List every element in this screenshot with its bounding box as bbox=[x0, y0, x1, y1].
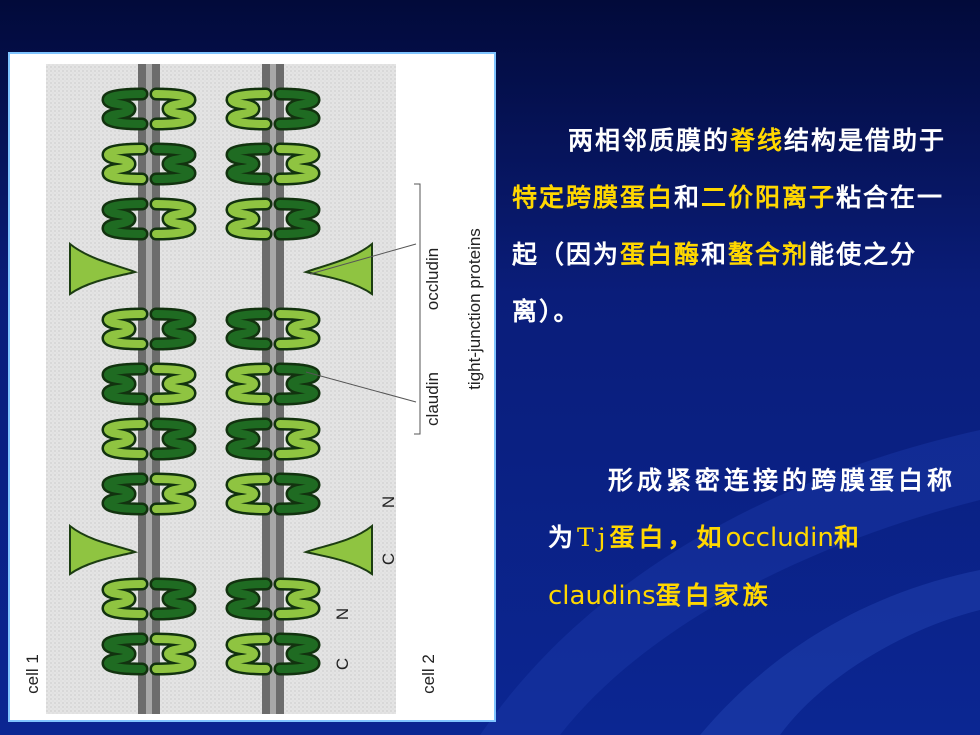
junction-proteins bbox=[101, 87, 321, 676]
claudin-loop bbox=[152, 200, 194, 238]
highlight-transmembrane-protein: 特定跨膜蛋白 bbox=[512, 183, 675, 212]
claudin-loop bbox=[104, 580, 146, 618]
claudin-loop bbox=[104, 310, 146, 348]
text-run: 和 bbox=[674, 183, 702, 212]
claudin-loop bbox=[104, 145, 146, 183]
text-run: 和 bbox=[701, 240, 729, 269]
highlight-protein-family: 蛋白家族 bbox=[655, 581, 772, 610]
claudin-loop bbox=[228, 310, 270, 348]
claudin-loop bbox=[104, 635, 146, 673]
claudin-loop bbox=[276, 635, 318, 673]
c-terminus-label-bottom: C bbox=[333, 658, 352, 670]
claudin-loop bbox=[276, 365, 318, 403]
claudin-loop bbox=[152, 365, 194, 403]
text-run: 两相邻质膜的 bbox=[568, 126, 731, 155]
claudin-loop bbox=[152, 580, 194, 618]
claudin-loop bbox=[228, 580, 270, 618]
claudin-loop bbox=[104, 475, 146, 513]
claudin-loop bbox=[228, 420, 270, 458]
highlight-and: 和 bbox=[833, 523, 863, 552]
cell-2-label: cell 2 bbox=[419, 654, 438, 694]
tight-junction-figure: occludin claudin tight-junction proteins… bbox=[8, 52, 496, 722]
slide-text: 两相邻质膜的脊线结构是借助于特定跨膜蛋白和二价阳离子粘合在一起（因为蛋白酶和螯合… bbox=[512, 112, 967, 611]
occludin-pointer bbox=[309, 243, 417, 275]
claudin-loop bbox=[276, 145, 318, 183]
claudin-loop bbox=[228, 145, 270, 183]
claudin-loop bbox=[152, 90, 194, 128]
occludin-left-loop-bottom bbox=[69, 523, 139, 576]
paragraph-ridge-structure: 两相邻质膜的脊线结构是借助于特定跨膜蛋白和二价阳离子粘合在一起（因为蛋白酶和螯合… bbox=[512, 112, 967, 340]
claudin-loop bbox=[152, 310, 194, 348]
c-terminus-label-top: C bbox=[379, 553, 398, 565]
occludin-label: occludin bbox=[423, 248, 442, 310]
tight-junction-proteins-label: tight-junction proteins bbox=[465, 228, 484, 390]
highlight-tj-protein: 蛋白，如 bbox=[609, 523, 726, 552]
text-run: 结构是借助于 bbox=[784, 126, 947, 155]
claudin-pointer bbox=[305, 371, 417, 403]
n-terminus-label-top: N bbox=[379, 496, 398, 508]
highlight-ridge: 脊线 bbox=[730, 126, 785, 155]
highlight-claudins: claudins bbox=[548, 581, 656, 611]
claudin-loop bbox=[104, 90, 146, 128]
tight-junction-bracket bbox=[414, 183, 421, 435]
claudin-loop bbox=[276, 475, 318, 513]
highlight-tj: Tj bbox=[577, 523, 610, 552]
claudin-loop bbox=[276, 310, 318, 348]
paragraph-tj-proteins: 形成紧密连接的跨膜蛋白称为Tj蛋白，如occludin和 claudins蛋白家族 bbox=[512, 452, 968, 625]
highlight-protease: 蛋白酶 bbox=[620, 240, 702, 269]
claudin-loop bbox=[152, 635, 194, 673]
occludin-left-loop-top bbox=[69, 241, 139, 296]
text-run: 能使之分离）。 bbox=[512, 240, 918, 326]
claudin-loop bbox=[104, 365, 146, 403]
tight-junction-diagram: occludin claudin tight-junction proteins… bbox=[23, 64, 484, 714]
claudin-loop bbox=[276, 420, 318, 458]
cell-1-label: cell 1 bbox=[23, 654, 42, 694]
occludin-right-loop-top bbox=[302, 241, 373, 296]
claudin-loop bbox=[228, 200, 270, 238]
highlight-divalent-cation: 二价阳离子 bbox=[701, 183, 837, 212]
highlight-occludin: occludin bbox=[725, 523, 834, 553]
claudin-loop bbox=[152, 420, 194, 458]
text-run: 粘合在一起（因为 bbox=[512, 183, 945, 269]
text-run: 形成紧密连接的跨膜蛋白称为 bbox=[548, 466, 957, 552]
claudin-loop bbox=[276, 200, 318, 238]
claudin-loop bbox=[228, 90, 270, 128]
highlight-chelator: 螯合剂 bbox=[728, 240, 810, 269]
occludin-right-loop-bottom bbox=[302, 523, 373, 576]
claudin-loop bbox=[152, 145, 194, 183]
claudin-label: claudin bbox=[423, 372, 442, 426]
claudin-loop bbox=[104, 420, 146, 458]
claudin-loop bbox=[228, 635, 270, 673]
claudin-loop bbox=[152, 475, 194, 513]
claudin-loop bbox=[276, 580, 318, 618]
claudin-loop bbox=[228, 365, 270, 403]
claudin-loop bbox=[276, 90, 318, 128]
claudin-loop bbox=[104, 200, 146, 238]
n-terminus-label-bottom: N bbox=[333, 608, 352, 620]
claudin-loop bbox=[228, 475, 270, 513]
